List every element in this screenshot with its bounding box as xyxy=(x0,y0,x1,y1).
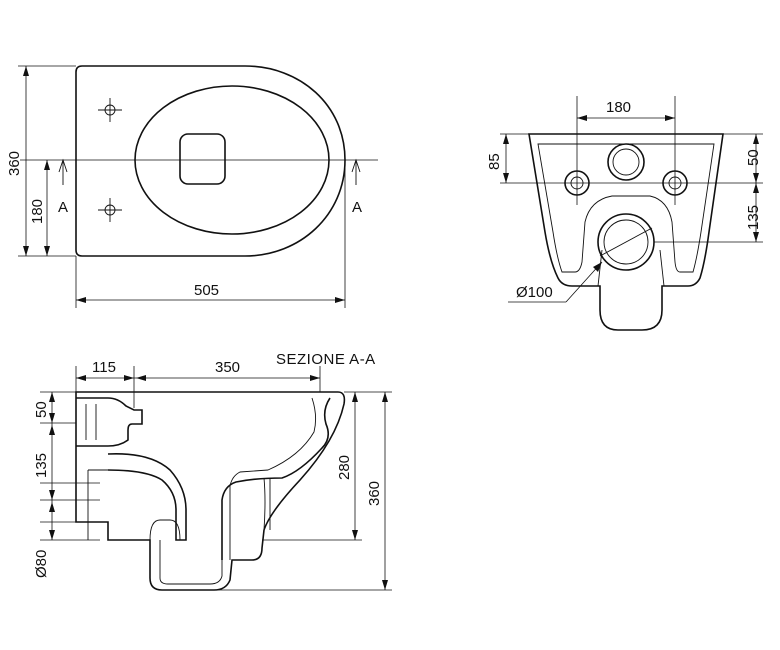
dim-bolt-offset-label: 50 xyxy=(745,149,762,166)
top-view-outline xyxy=(75,65,346,257)
dim-total-height-label: 360 xyxy=(366,481,383,506)
rear-view: 180 85 50 135 Ø100 xyxy=(486,96,763,331)
dim-inlet-offset-label: 85 xyxy=(486,153,503,170)
dim-bolt-spacing-label: 180 xyxy=(606,99,631,116)
mounting-hole-icon xyxy=(98,198,122,222)
section-view: SEZIONE A-A 115 xyxy=(33,351,392,591)
rear-view-inner-outline xyxy=(537,143,715,273)
section-outer-outline xyxy=(75,391,346,591)
section-arrow-up-icon xyxy=(58,158,68,173)
rear-view-outline xyxy=(528,133,724,331)
bowl-inner-wall xyxy=(229,397,317,560)
section-arrow-up-icon xyxy=(351,158,361,173)
dim-half-height-label: 180 xyxy=(29,199,46,224)
dim-height-label: 360 xyxy=(6,151,23,176)
mounting-hole-icon xyxy=(98,98,122,122)
dim-outlet-offset-label: 135 xyxy=(745,205,762,230)
dim-width-label: 505 xyxy=(194,282,219,299)
top-view: A A 360 180 505 xyxy=(6,65,378,308)
section-mark-right: A xyxy=(352,199,362,216)
water-inlet-outline xyxy=(607,143,645,181)
dim-top-offset-label: 50 xyxy=(33,401,50,418)
section-title: SEZIONE A-A xyxy=(276,351,376,368)
dim-outlet-diameter-label: Ø100 xyxy=(516,284,553,301)
dim-outlet-diameter-label: Ø80 xyxy=(33,550,50,578)
drain-outline xyxy=(179,133,226,185)
siphon-outline xyxy=(107,453,187,541)
dim-rear-depth-label: 115 xyxy=(92,359,116,376)
dim-inlet-to-outlet-label: 135 xyxy=(33,453,50,478)
water-inlet-outline xyxy=(76,397,143,447)
bowl-inner-outline xyxy=(221,397,331,560)
section-mark-left: A xyxy=(58,199,68,216)
dim-bowl-height-label: 280 xyxy=(336,455,353,480)
dim-bowl-length-label: 350 xyxy=(215,359,240,376)
